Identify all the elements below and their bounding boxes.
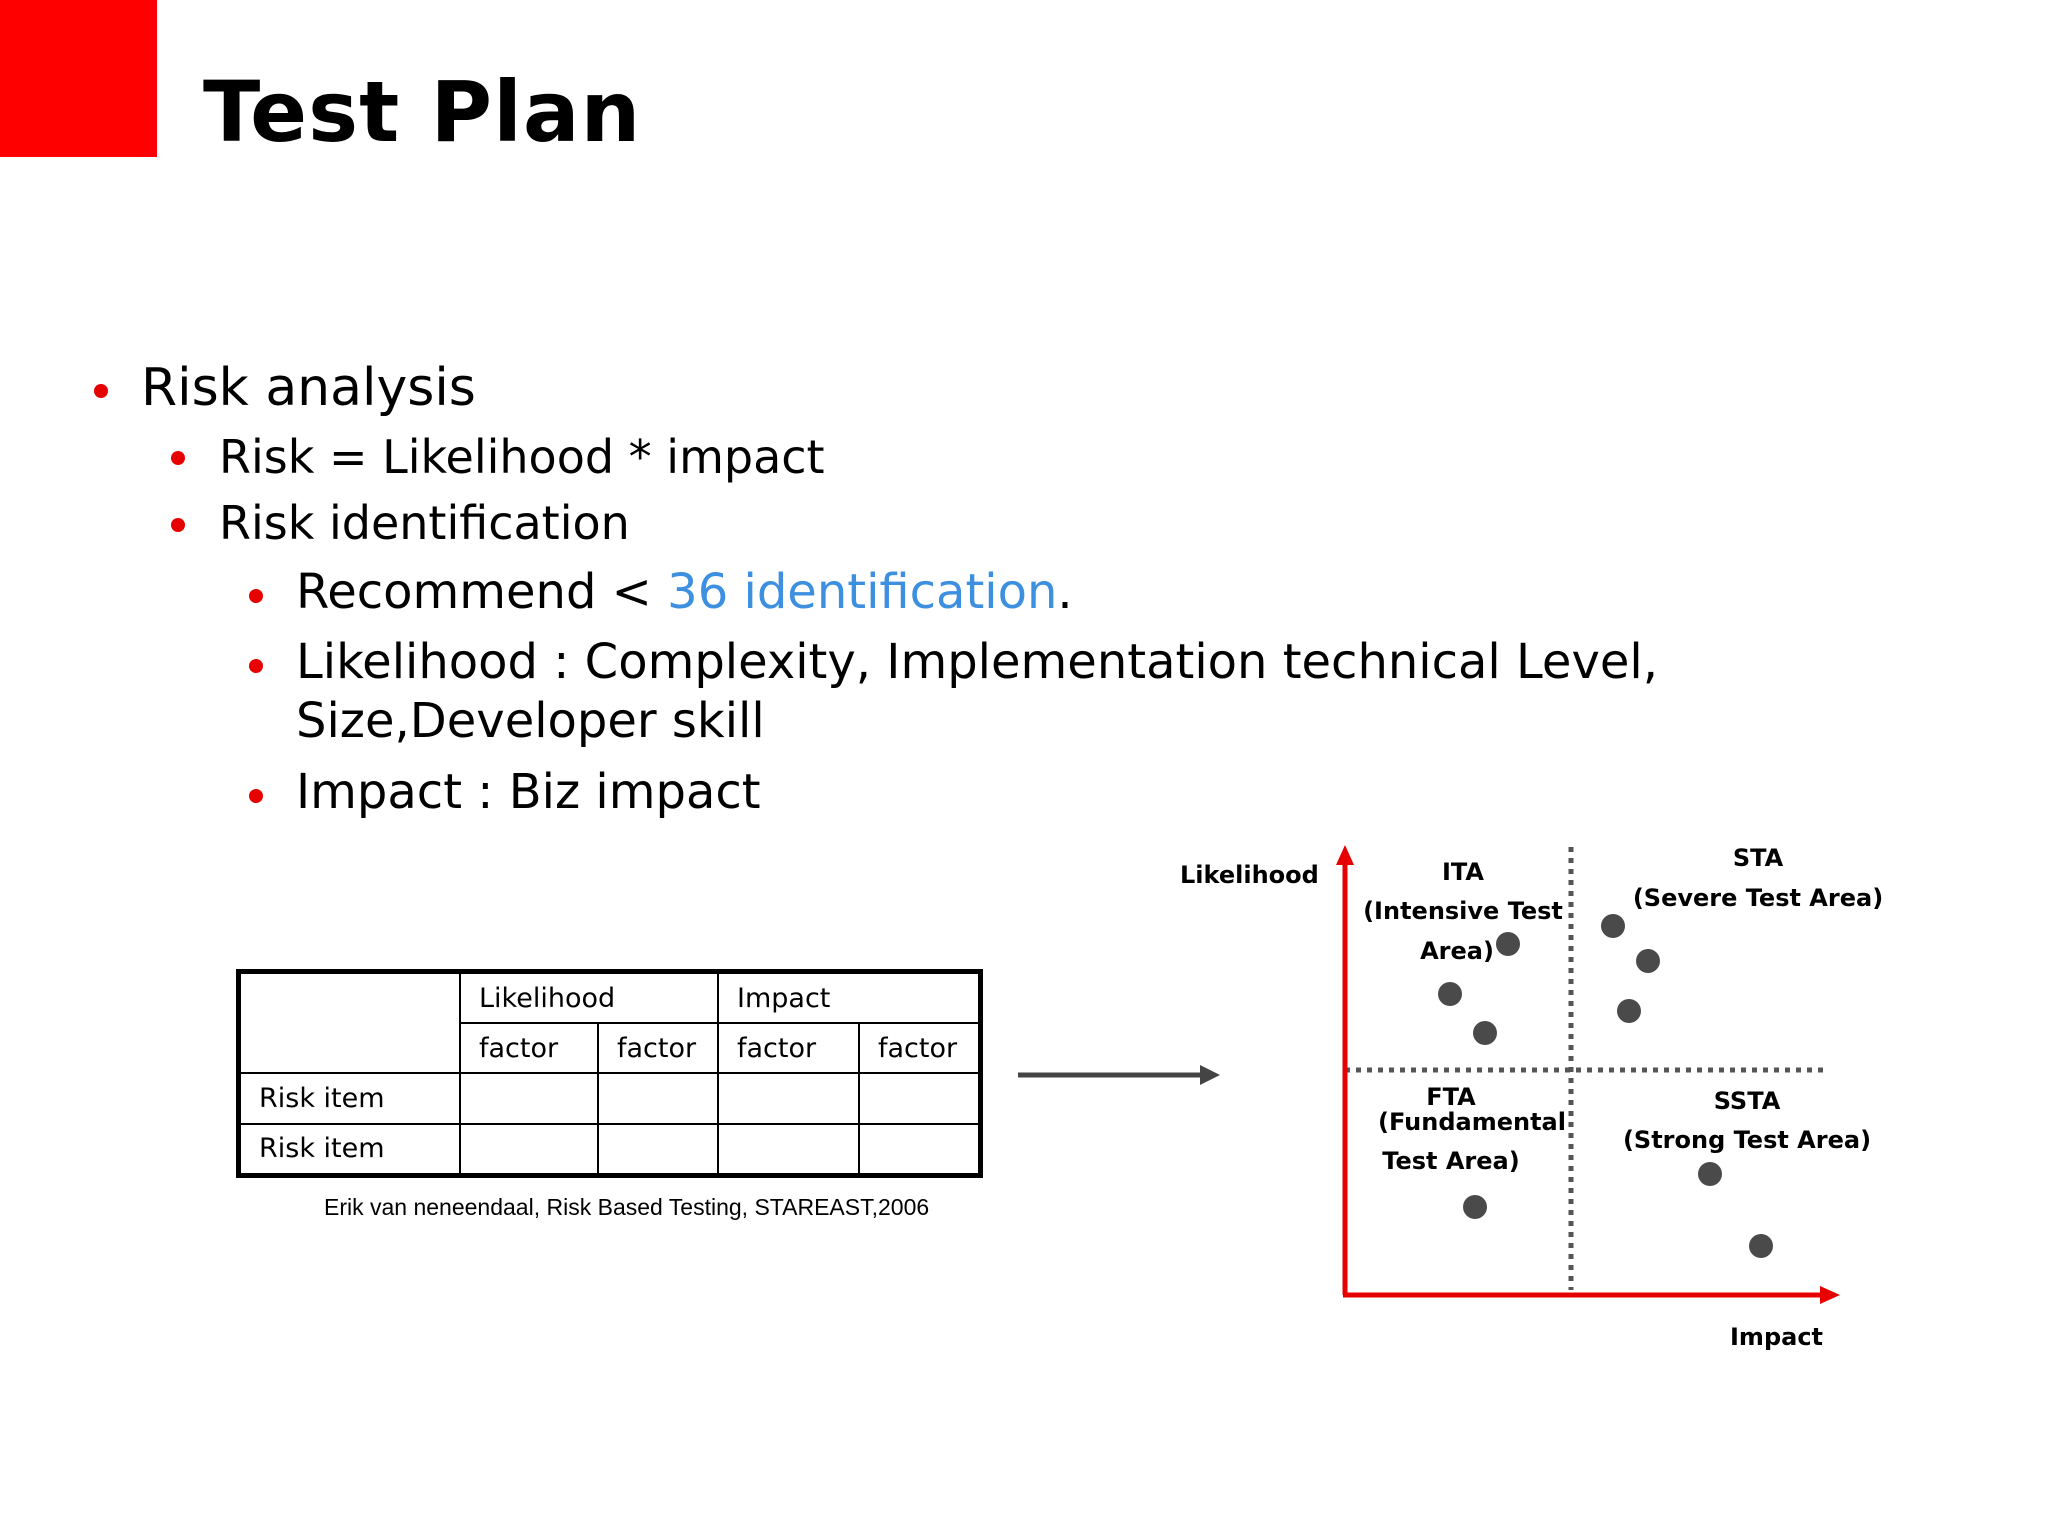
table-cell: [717, 1122, 860, 1177]
table-row-label: Risk item: [237, 1072, 461, 1125]
fta-label: FTA: [1426, 1083, 1476, 1111]
risk-dot: [1749, 1234, 1773, 1258]
risk-dot: [1698, 1162, 1722, 1186]
y-axis-arrowhead: [1336, 845, 1354, 865]
ita-desc-line1: (Intensive Test: [1363, 897, 1563, 925]
connector-arrow-head: [1200, 1065, 1220, 1085]
risk-factor-table: Likelihood Impact factor factor factor f…: [236, 969, 983, 1178]
risk-dot: [1463, 1195, 1487, 1219]
table-cell: [459, 1122, 599, 1177]
ita-label: ITA: [1442, 858, 1484, 886]
table-cell: [858, 1072, 982, 1125]
table-factor-cell: factor: [597, 1022, 719, 1075]
fta-desc-line1: (Fundamental: [1378, 1108, 1566, 1136]
x-axis-label: Impact: [1730, 1323, 1823, 1351]
table-factor-cell: factor: [717, 1022, 860, 1075]
sta-label: STA: [1733, 844, 1784, 872]
ssta-label: SSTA: [1714, 1087, 1781, 1115]
table-cell: [597, 1122, 719, 1177]
table-empty-cell: [237, 970, 461, 1075]
fta-desc-line2: Test Area): [1382, 1147, 1519, 1175]
x-axis-arrowhead: [1820, 1286, 1840, 1304]
ssta-desc: (Strong Test Area): [1623, 1126, 1871, 1154]
table-factor-cell: factor: [858, 1022, 982, 1075]
table-cell: [717, 1072, 860, 1125]
risk-dot: [1617, 999, 1641, 1023]
source-caption: Erik van neneendaal, Risk Based Testing,…: [324, 1194, 930, 1220]
table-cell: [459, 1072, 599, 1125]
table-factor-row: factor factor factor factor: [239, 1022, 982, 1075]
red-accent-block: [0, 0, 157, 157]
table-header-likelihood: Likelihood: [459, 970, 719, 1025]
table-row: Risk item: [237, 1122, 982, 1177]
y-axis-label: Likelihood: [1180, 861, 1319, 889]
risk-dot: [1473, 1021, 1497, 1045]
slide-title: Test Plan: [203, 63, 642, 161]
risk-dot: [1438, 982, 1462, 1006]
table-cell: [858, 1122, 982, 1177]
table-header-row: Likelihood Impact: [237, 970, 982, 1075]
risk-dot: [1601, 914, 1625, 938]
table-row: Risk item: [237, 1072, 982, 1125]
table-header-impact: Impact: [717, 970, 982, 1025]
sta-desc: (Severe Test Area): [1633, 884, 1883, 912]
table-cell: [597, 1072, 719, 1125]
risk-dot: [1496, 932, 1520, 956]
risk-dot: [1636, 949, 1660, 973]
ita-desc-line2: Area): [1420, 937, 1494, 965]
table-factor-cell: factor: [459, 1022, 599, 1075]
table-row-label: Risk item: [237, 1122, 461, 1177]
